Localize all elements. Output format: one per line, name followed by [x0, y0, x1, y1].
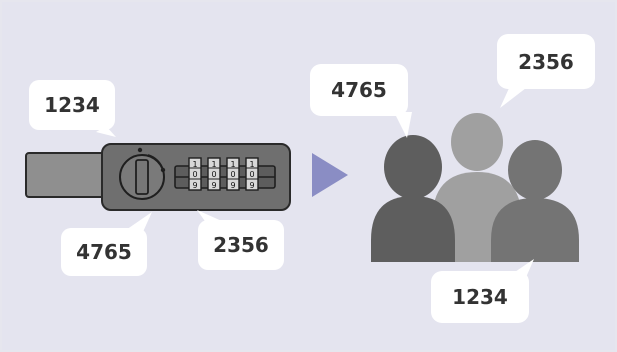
- dial-digit: 0: [211, 170, 216, 179]
- dial-digit: 0: [192, 170, 197, 179]
- lock-bubble-top: [29, 80, 116, 137]
- lock-bolt: [25, 152, 115, 198]
- people-bubble-top-right: [497, 34, 595, 108]
- people-bubble-bottom-label: 1234: [452, 285, 508, 309]
- people-bubble-top-right-label: 2356: [518, 50, 574, 74]
- lock-bubble-top-label: 1234: [44, 93, 100, 117]
- dial-digit: 1: [230, 160, 235, 169]
- person-right-mid: [491, 140, 579, 262]
- dial-digit: 1: [249, 160, 254, 169]
- dial-digit: 9: [249, 181, 254, 190]
- lock-bubble-bottom-left-label: 4765: [76, 240, 132, 264]
- dial-wheel-3: 1 0 9: [226, 157, 240, 191]
- people-bubble-bottom: [431, 259, 534, 323]
- dial-wheel-1: 1 0 9: [188, 157, 202, 191]
- dial-digit: 0: [230, 170, 235, 179]
- person-left-dark: [371, 135, 455, 262]
- dial-wheel-4: 1 0 9: [245, 157, 259, 191]
- lock-bubble-bottom-right: [197, 210, 284, 270]
- dial-digit: 9: [192, 181, 197, 190]
- dial-wheel-2: 1 0 9: [207, 157, 221, 191]
- people-bubble-left: [310, 64, 412, 138]
- dial-digit: 1: [211, 160, 216, 169]
- arrow-icon: [312, 153, 348, 197]
- lock-bubble-bottom-right-label: 2356: [213, 233, 269, 257]
- lock-knob: [119, 147, 166, 200]
- dial-digit: 1: [192, 160, 197, 169]
- dial-digit: 9: [211, 181, 216, 190]
- dial-digit: 9: [230, 181, 235, 190]
- combination-lock: 1 0 9 1 0 9 1 0 9 1 0 9: [25, 143, 291, 211]
- lock-bubble-bottom-left: [61, 212, 152, 276]
- dial-digit: 0: [249, 170, 254, 179]
- people-bubble-left-label: 4765: [331, 78, 387, 102]
